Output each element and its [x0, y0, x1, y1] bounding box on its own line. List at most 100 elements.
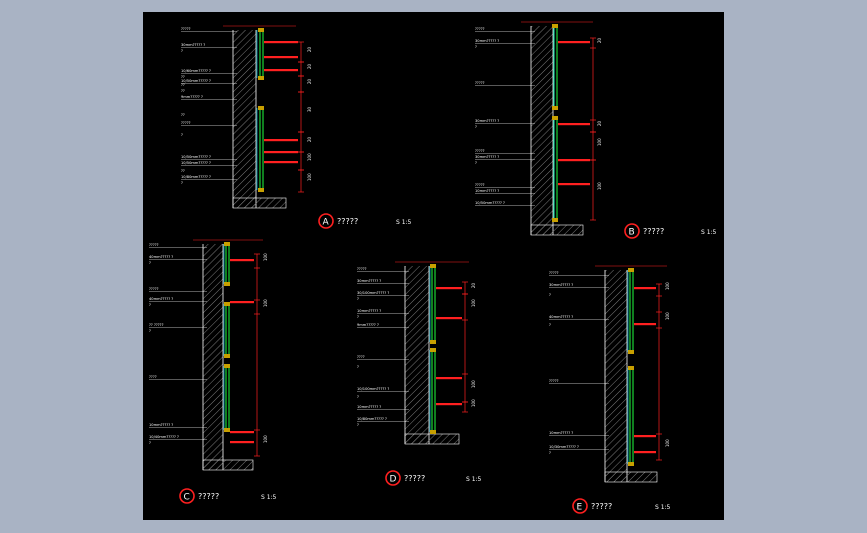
fixing-bracket: [628, 366, 634, 370]
anchor-bolt: [558, 123, 590, 126]
annotation-note: 30mm????? ?: [475, 39, 499, 43]
annotation-note: 30mm????? ?: [549, 283, 573, 287]
annotation-note: ?: [357, 395, 359, 399]
annotation-note: 9mm????? ?: [181, 95, 203, 99]
annotation-note: 10/50mm????? ?: [475, 201, 505, 205]
detail-marker-circle: [179, 488, 195, 504]
annotation-note: 30mm????? ?: [181, 43, 205, 47]
fixing-bracket: [224, 282, 230, 286]
dimension-label: 20: [307, 136, 312, 142]
fixing-bracket: [430, 264, 436, 268]
anchor-bolt: [436, 287, 462, 290]
annotation-note: ?: [475, 125, 477, 129]
anchor-bolt: [436, 317, 462, 320]
dimension-label: 100: [471, 399, 476, 407]
annotation-note: ?????: [475, 81, 485, 85]
annotation-note: ?: [149, 329, 151, 333]
cladding-panel: [431, 349, 436, 433]
fixing-bracket: [628, 350, 634, 354]
cladding-panel: [629, 269, 634, 353]
wall-hatch: [203, 244, 223, 470]
detail-scale: S 1:5: [466, 476, 482, 483]
anchor-bolt: [436, 377, 462, 380]
annotation-note: ?????: [475, 149, 485, 153]
dimension-label: 20: [307, 46, 312, 52]
fixing-bracket: [628, 268, 634, 272]
floor-slab: [202, 459, 254, 471]
dimension-label: 20: [307, 63, 312, 69]
annotation-note: 30mm????? ?: [475, 119, 499, 123]
annotation-note: ?: [475, 45, 477, 49]
annotation-note: ?????: [475, 183, 485, 187]
detail-scale: S 1:5: [655, 504, 671, 511]
detail-marker-letter: C: [184, 493, 190, 503]
dimension-label: 100: [307, 173, 312, 181]
annotation-note: ?????: [181, 27, 191, 31]
annotation-note: ?: [181, 181, 183, 185]
annotation-note: 10/50mm????? ?: [181, 161, 211, 165]
fixing-bracket: [552, 106, 558, 110]
annotation-note: ?: [149, 441, 151, 445]
detail-marker-letter: D: [390, 475, 397, 485]
annotation-note: ????: [357, 355, 365, 359]
cladding-panel: [553, 117, 558, 221]
floor-slab: [530, 224, 584, 236]
annotation-note: 30/100mm????? ?: [357, 291, 389, 295]
wall-hatch: [233, 30, 256, 208]
fixing-bracket: [224, 364, 230, 368]
annotation-note: 10mm????? ?: [357, 405, 381, 409]
fixing-bracket: [258, 76, 264, 80]
annotation-note: 30mm????? ?: [475, 155, 499, 159]
annotation-note: ??: [181, 83, 185, 87]
dimension-label: 100: [665, 312, 670, 320]
annotation-note: ?: [357, 365, 359, 369]
fixing-bracket: [552, 218, 558, 222]
detail-marker-circle: [318, 213, 334, 229]
fixing-bracket: [628, 462, 634, 466]
floor-slab: [404, 433, 460, 445]
detail-marker-circle: [624, 223, 640, 239]
cladding-panel: [225, 365, 230, 431]
annotation-note: 10/60mm????? ?: [181, 69, 211, 73]
anchor-bolt: [230, 301, 254, 304]
annotation-note: 10/100mm????? ?: [357, 387, 389, 391]
annotation-note: 10/80mm????? ?: [181, 175, 211, 179]
anchor-bolt: [264, 139, 298, 142]
anchor-bolt: [264, 69, 298, 72]
anchor-bolt: [264, 151, 298, 154]
floor-slab: [604, 471, 658, 483]
fixing-bracket: [430, 340, 436, 344]
wall-hatch: [405, 266, 429, 444]
annotation-note: 10mm????? ?: [149, 423, 173, 427]
annotation-note: ??: [181, 75, 185, 79]
detail-scale: S 1:5: [261, 494, 277, 501]
dimension-label: 20: [471, 282, 476, 288]
annotation-note: 9mm????? ?: [357, 323, 379, 327]
anchor-bolt: [634, 451, 656, 454]
annotation-note: ?: [357, 297, 359, 301]
annotation-note: 40mm????? ?: [149, 297, 173, 301]
anchor-bolt: [634, 287, 656, 290]
detail-caption: ?????: [337, 217, 358, 226]
cladding-panel: [225, 303, 230, 357]
dimension-label: 100: [263, 435, 268, 443]
detail-marker-circle: [385, 470, 401, 486]
annotation-note: ?: [549, 451, 551, 455]
cladding-panel: [225, 243, 230, 285]
annotation-note: ?????: [181, 121, 191, 125]
detail-marker-letter: B: [629, 228, 635, 238]
annotation-note: ?? ?????: [149, 323, 164, 327]
annotation-note: ?: [475, 161, 477, 165]
anchor-bolt: [436, 403, 462, 406]
annotation-note: ????: [149, 375, 157, 379]
annotation-note: ?: [181, 133, 183, 137]
annotation-note: 10/40mm????? ?: [149, 435, 179, 439]
annotation-note: ??: [181, 89, 185, 93]
annotation-note: 30mm????? ?: [357, 279, 381, 283]
cladding-panel: [259, 107, 264, 191]
fixing-bracket: [224, 242, 230, 246]
annotation-note: 10mm????? ?: [549, 431, 573, 435]
